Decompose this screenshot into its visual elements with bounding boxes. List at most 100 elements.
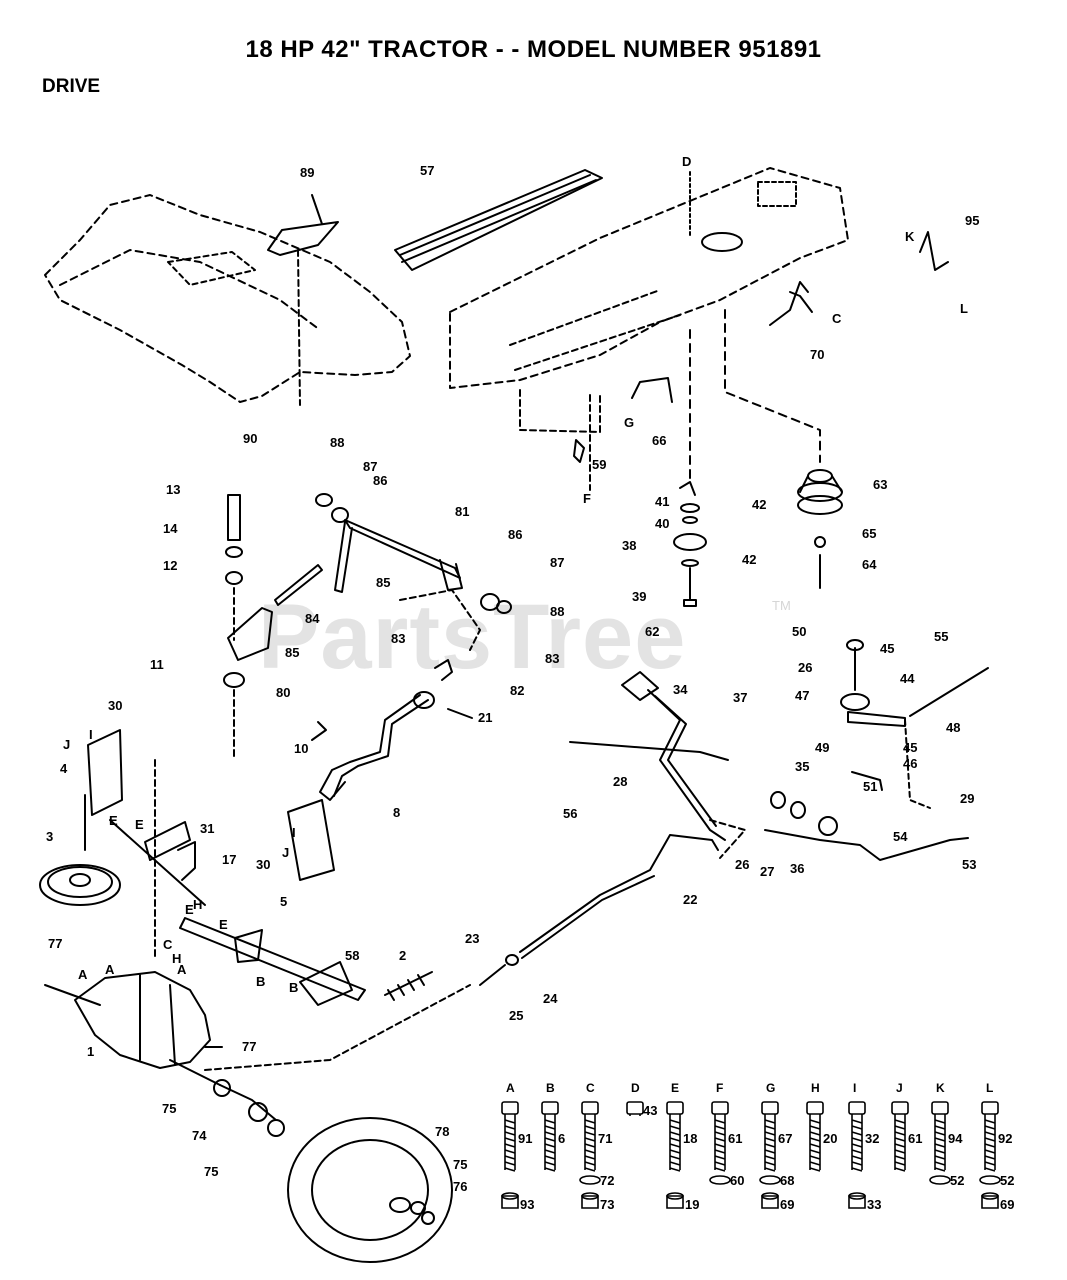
hardware-bolt-icon bbox=[626, 1101, 644, 1116]
part-80 bbox=[227, 607, 273, 661]
callout-2: 2 bbox=[399, 948, 407, 963]
callout-h: H bbox=[193, 897, 203, 912]
callout-30: 30 bbox=[256, 857, 271, 872]
callout-50: 50 bbox=[792, 624, 807, 639]
callout-39: 39 bbox=[632, 589, 647, 604]
callout-i: I bbox=[292, 825, 296, 840]
callout-a: A bbox=[177, 962, 187, 977]
callout-41: 41 bbox=[655, 494, 670, 509]
part-84-link bbox=[274, 564, 323, 606]
callout-k: K bbox=[905, 229, 915, 244]
hardware-washer-label: 52 bbox=[950, 1173, 965, 1188]
hardware-bolt-label: 67 bbox=[778, 1131, 793, 1146]
part-34-lever bbox=[647, 689, 726, 841]
part-66 bbox=[631, 377, 673, 403]
callout-e: E bbox=[185, 902, 194, 917]
callout-3: 3 bbox=[46, 829, 54, 844]
part-17 bbox=[177, 841, 196, 881]
part-3-pulley bbox=[39, 864, 121, 906]
callout-e: E bbox=[109, 813, 118, 828]
hardware-nut-label: 93 bbox=[520, 1197, 535, 1212]
callout-j: J bbox=[63, 737, 71, 752]
callout-46: 46 bbox=[903, 756, 918, 771]
part-48 bbox=[847, 711, 906, 727]
callout-56: 56 bbox=[563, 806, 578, 821]
hardware-letter: D bbox=[631, 1081, 640, 1095]
part-22 bbox=[519, 834, 719, 953]
frame-outline bbox=[449, 167, 849, 389]
hardware-letter: L bbox=[986, 1081, 994, 1095]
part-89 bbox=[267, 221, 339, 256]
watermark: PartsTree bbox=[258, 586, 687, 688]
callout-31: 31 bbox=[200, 821, 215, 836]
hardware-letter: E bbox=[671, 1081, 680, 1095]
callout-11: 11 bbox=[150, 657, 164, 672]
callout-48: 48 bbox=[946, 720, 961, 735]
part-2-spring bbox=[384, 971, 433, 1001]
callout-37: 37 bbox=[733, 690, 748, 705]
callout-53: 53 bbox=[962, 857, 977, 872]
hardware-nut-label: 73 bbox=[600, 1197, 615, 1212]
callout-75: 75 bbox=[453, 1157, 468, 1172]
hardware-bolt-label: 94 bbox=[948, 1131, 963, 1146]
callout-47: 47 bbox=[795, 688, 810, 703]
part-13-bolt bbox=[227, 494, 241, 541]
part-59 bbox=[573, 439, 585, 463]
callout-h: H bbox=[172, 951, 182, 966]
hardware-washer-label: 72 bbox=[600, 1173, 615, 1188]
hardware-bolt-label: 71 bbox=[598, 1131, 613, 1146]
callout-17: 17 bbox=[222, 852, 237, 867]
callout-77: 77 bbox=[242, 1039, 257, 1054]
part-8-pedal bbox=[319, 694, 421, 801]
callout-49: 49 bbox=[815, 740, 830, 755]
hardware-letter: C bbox=[586, 1081, 595, 1095]
callout-83: 83 bbox=[545, 651, 560, 666]
callout-i: I bbox=[89, 727, 93, 742]
hardware-nut-label: 69 bbox=[1000, 1197, 1015, 1212]
hardware-bolt-icon bbox=[501, 1101, 519, 1209]
callout-13: 13 bbox=[166, 482, 181, 497]
callout-87: 87 bbox=[363, 459, 378, 474]
hardware-letter: H bbox=[811, 1081, 820, 1095]
callout-86: 86 bbox=[373, 473, 388, 488]
callout-80: 80 bbox=[276, 685, 291, 700]
callout-78: 78 bbox=[435, 1124, 450, 1139]
hardware-nut-label: 69 bbox=[780, 1197, 795, 1212]
hardware-bolt-label: 18 bbox=[683, 1131, 698, 1146]
callout-j: J bbox=[282, 845, 290, 860]
callout-59: 59 bbox=[592, 457, 607, 472]
hardware-letter: I bbox=[853, 1081, 857, 1095]
part-55-rod bbox=[909, 667, 989, 717]
callout-83: 83 bbox=[391, 631, 406, 646]
callout-85: 85 bbox=[376, 575, 391, 590]
callout-82: 82 bbox=[510, 683, 525, 698]
callout-85: 85 bbox=[285, 645, 300, 660]
hardware-letter: F bbox=[716, 1081, 724, 1095]
hardware-bolt-label: 32 bbox=[865, 1131, 880, 1146]
callout-86: 86 bbox=[508, 527, 523, 542]
callout-10: 10 bbox=[294, 741, 309, 756]
callout-8: 8 bbox=[393, 805, 401, 820]
fender-outline bbox=[44, 194, 411, 403]
callout-e: E bbox=[135, 817, 144, 832]
part-41 bbox=[679, 481, 696, 496]
callout-65: 65 bbox=[862, 526, 877, 541]
hardware-bolt-icon bbox=[541, 1101, 559, 1172]
hardware-letter: K bbox=[936, 1081, 945, 1095]
hardware-letter: B bbox=[546, 1081, 555, 1095]
part-28-cable bbox=[569, 741, 729, 761]
callout-g: G bbox=[624, 415, 635, 430]
callout-d: D bbox=[682, 154, 692, 169]
callout-87: 87 bbox=[550, 555, 565, 570]
callout-34: 34 bbox=[673, 682, 688, 697]
callout-35: 35 bbox=[795, 759, 810, 774]
callout-29: 29 bbox=[960, 791, 975, 806]
part-53 bbox=[764, 829, 969, 861]
callout-a: A bbox=[105, 962, 115, 977]
section-heading: DRIVE bbox=[42, 76, 101, 97]
hardware-bolt-icon bbox=[848, 1101, 866, 1209]
hardware-washer-label: 52 bbox=[1000, 1173, 1015, 1188]
part-58 bbox=[299, 961, 353, 1006]
callout-30: 30 bbox=[108, 698, 123, 713]
